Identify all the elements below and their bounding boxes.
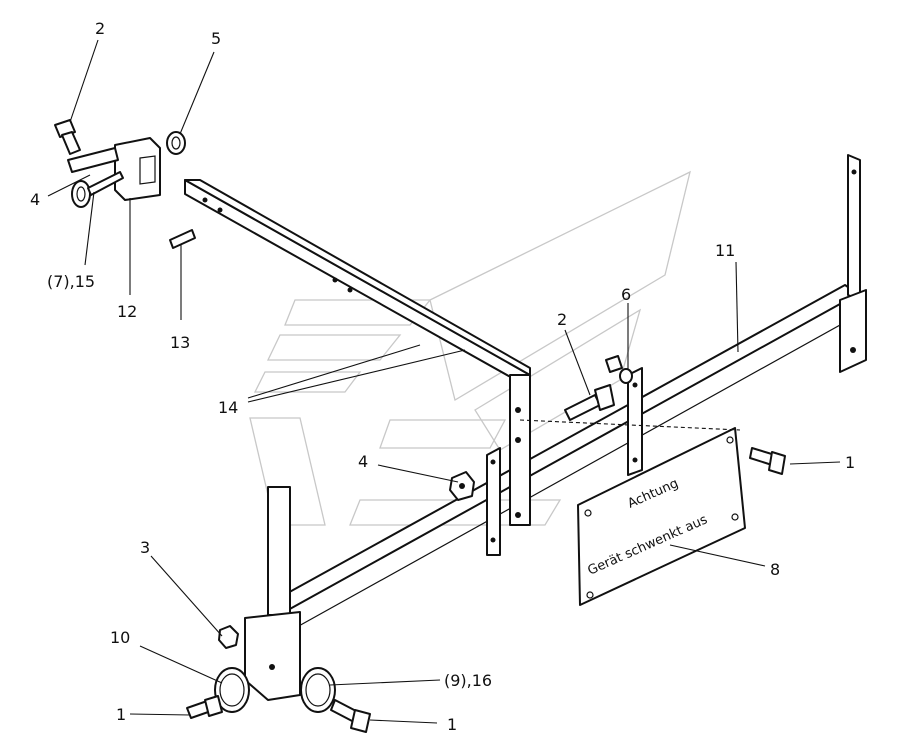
callout-labels: 2 5 4 (7),15 12 13 14 11 6 2 4 1 8 3 10 … — [30, 19, 855, 734]
callout-7-15: (7),15 — [47, 272, 95, 291]
callout-1-bottom-right: 1 — [447, 715, 457, 734]
callout-11: 11 — [715, 241, 735, 260]
part-5-washer — [166, 131, 186, 155]
callout-10: 10 — [110, 628, 130, 647]
callout-1-bottom-left: 1 — [116, 705, 126, 724]
middle-clamp-straps — [486, 367, 643, 556]
callout-6: 6 — [621, 285, 631, 304]
part-4-nut-middle — [449, 471, 475, 501]
part-1-bolt-bottom-left — [186, 695, 223, 719]
part-2-bolt-top — [54, 119, 81, 155]
callout-8: 8 — [770, 560, 780, 579]
part-16-reflector-right — [300, 667, 336, 713]
callout-5: 5 — [211, 29, 221, 48]
leader-lines — [47, 39, 841, 724]
left-upright-bracket — [244, 486, 301, 701]
part-2-bolt-middle — [564, 384, 615, 421]
callout-2-top: 2 — [95, 19, 105, 38]
callout-4-left: 4 — [30, 190, 40, 209]
part-1-bolt-right — [749, 447, 786, 475]
callout-4-middle: 4 — [358, 452, 368, 471]
part-3-nut — [218, 625, 239, 649]
part-12-hitch-block — [67, 137, 161, 201]
part-8-warning-sign: Achtung Gerät schwenkt aus — [577, 427, 746, 606]
part-10-reflector-left — [214, 667, 250, 713]
callout-9-16: (9),16 — [444, 671, 492, 690]
part-15-eye-pin — [71, 171, 124, 208]
part-13-pin — [169, 229, 196, 249]
part-1-bolt-bottom-right — [330, 699, 371, 733]
callout-1-right: 1 — [845, 453, 855, 472]
callout-13: 13 — [170, 333, 190, 352]
callout-2-middle: 2 — [557, 310, 567, 329]
callout-12: 12 — [117, 302, 137, 321]
part-14-flat-bar — [184, 179, 531, 526]
callout-3: 3 — [140, 538, 150, 557]
part-6-nut — [605, 355, 633, 384]
right-upright-bracket — [839, 154, 867, 373]
callout-14: 14 — [218, 398, 238, 417]
